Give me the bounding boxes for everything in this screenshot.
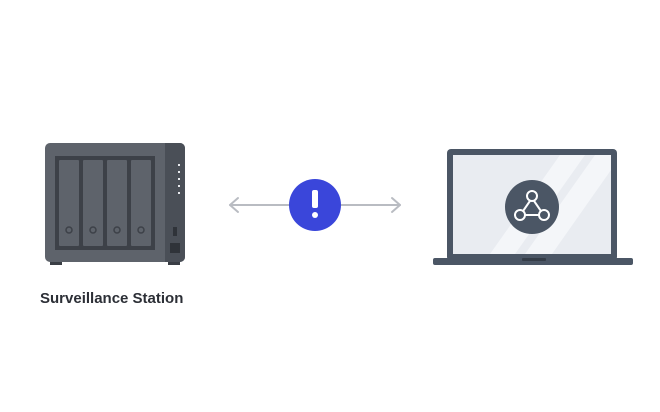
network-topology-icon	[505, 180, 559, 234]
laptop-icon	[433, 149, 633, 265]
device-label: Surveillance Station	[40, 290, 184, 307]
nas-device-icon	[45, 143, 185, 265]
exclamation-icon	[289, 179, 341, 231]
